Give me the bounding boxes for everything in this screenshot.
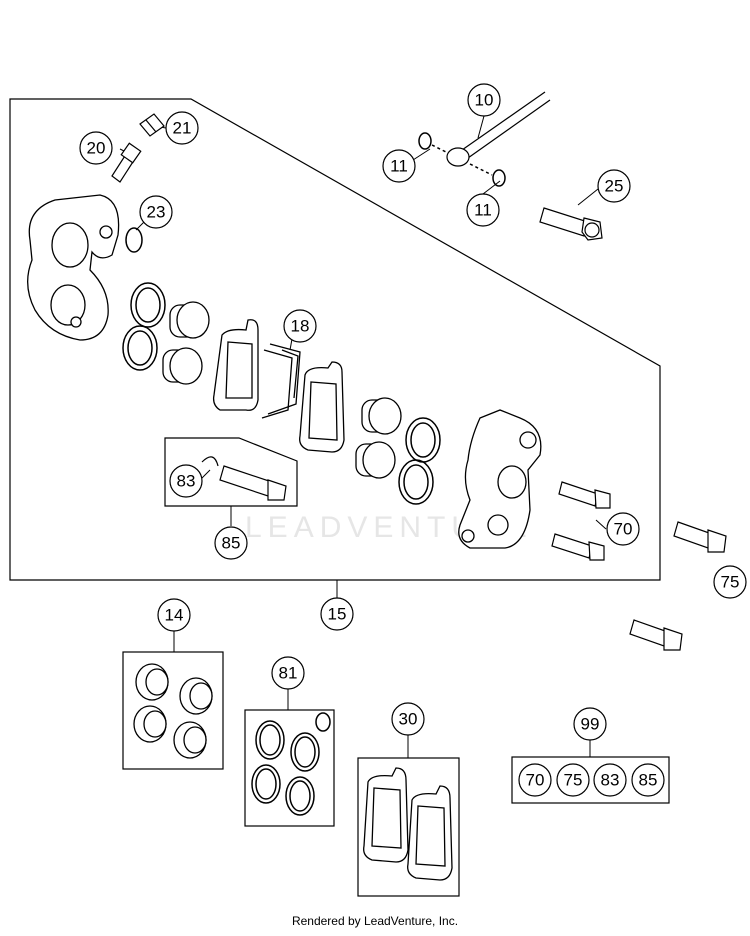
kit-callout-70: 70	[526, 771, 545, 790]
callout-25: 25	[605, 177, 624, 196]
hardware-kit-frame	[511, 756, 670, 804]
callout-circles	[79, 83, 747, 797]
bolt-kit-frame	[164, 437, 298, 507]
callout-11-lower: 11	[474, 201, 492, 220]
callout-99: 99	[581, 715, 600, 734]
leader-lines	[119, 115, 607, 758]
footer-credit: Rendered by LeadVenture, Inc.	[291, 914, 459, 928]
brake-line-icon	[446, 91, 551, 167]
kit-callout-83: 83	[601, 771, 620, 790]
pad-kit-icon	[363, 767, 453, 881]
callout-21: 21	[173, 119, 192, 138]
o-ring-icon	[125, 227, 143, 253]
piston-kit-frame	[122, 651, 224, 770]
piston-icon	[162, 301, 210, 385]
piston-icon-2	[355, 397, 402, 479]
callout-15: 15	[328, 605, 347, 624]
washer-icon	[418, 132, 506, 187]
caliper-assembly-frame	[9, 98, 661, 581]
brake-pad-icon	[212, 319, 259, 411]
callout-70: 70	[614, 520, 633, 539]
pad-spring-icon	[261, 343, 301, 419]
caliper-bolt-icon	[551, 481, 611, 561]
seal-kit-frame	[244, 709, 335, 827]
callout-23: 23	[147, 203, 166, 222]
callout-81: 81	[279, 664, 298, 683]
bleeder-cap-icon	[139, 113, 165, 137]
callout-18: 18	[291, 317, 310, 336]
kit-callout-85: 85	[639, 771, 658, 790]
callout-75: 75	[721, 573, 740, 592]
callout-83: 83	[177, 472, 196, 491]
callout-85: 85	[222, 534, 241, 553]
callout-14: 14	[165, 606, 184, 625]
callout-30: 30	[399, 710, 418, 729]
pad-kit-frame	[357, 757, 460, 897]
caliper-half-left-icon	[27, 194, 120, 341]
piston-kit-icon	[133, 663, 213, 759]
callout-11-upper: 11	[390, 157, 408, 176]
seal-ring-icon-2	[398, 417, 441, 505]
seal-kit-icon	[251, 712, 331, 816]
brake-pad-icon-2	[299, 361, 345, 453]
caliper-half-right-icon	[458, 409, 542, 549]
callout-20: 20	[87, 139, 106, 158]
mounting-bolt-icon	[629, 521, 727, 651]
seal-ring-icon	[122, 282, 166, 371]
bleeder-screw-icon	[111, 142, 142, 183]
callout-10: 10	[475, 91, 494, 110]
banjo-bolt-icon	[539, 207, 603, 241]
pad-pin-icon	[201, 456, 287, 501]
kit-callout-75: 75	[564, 771, 583, 790]
